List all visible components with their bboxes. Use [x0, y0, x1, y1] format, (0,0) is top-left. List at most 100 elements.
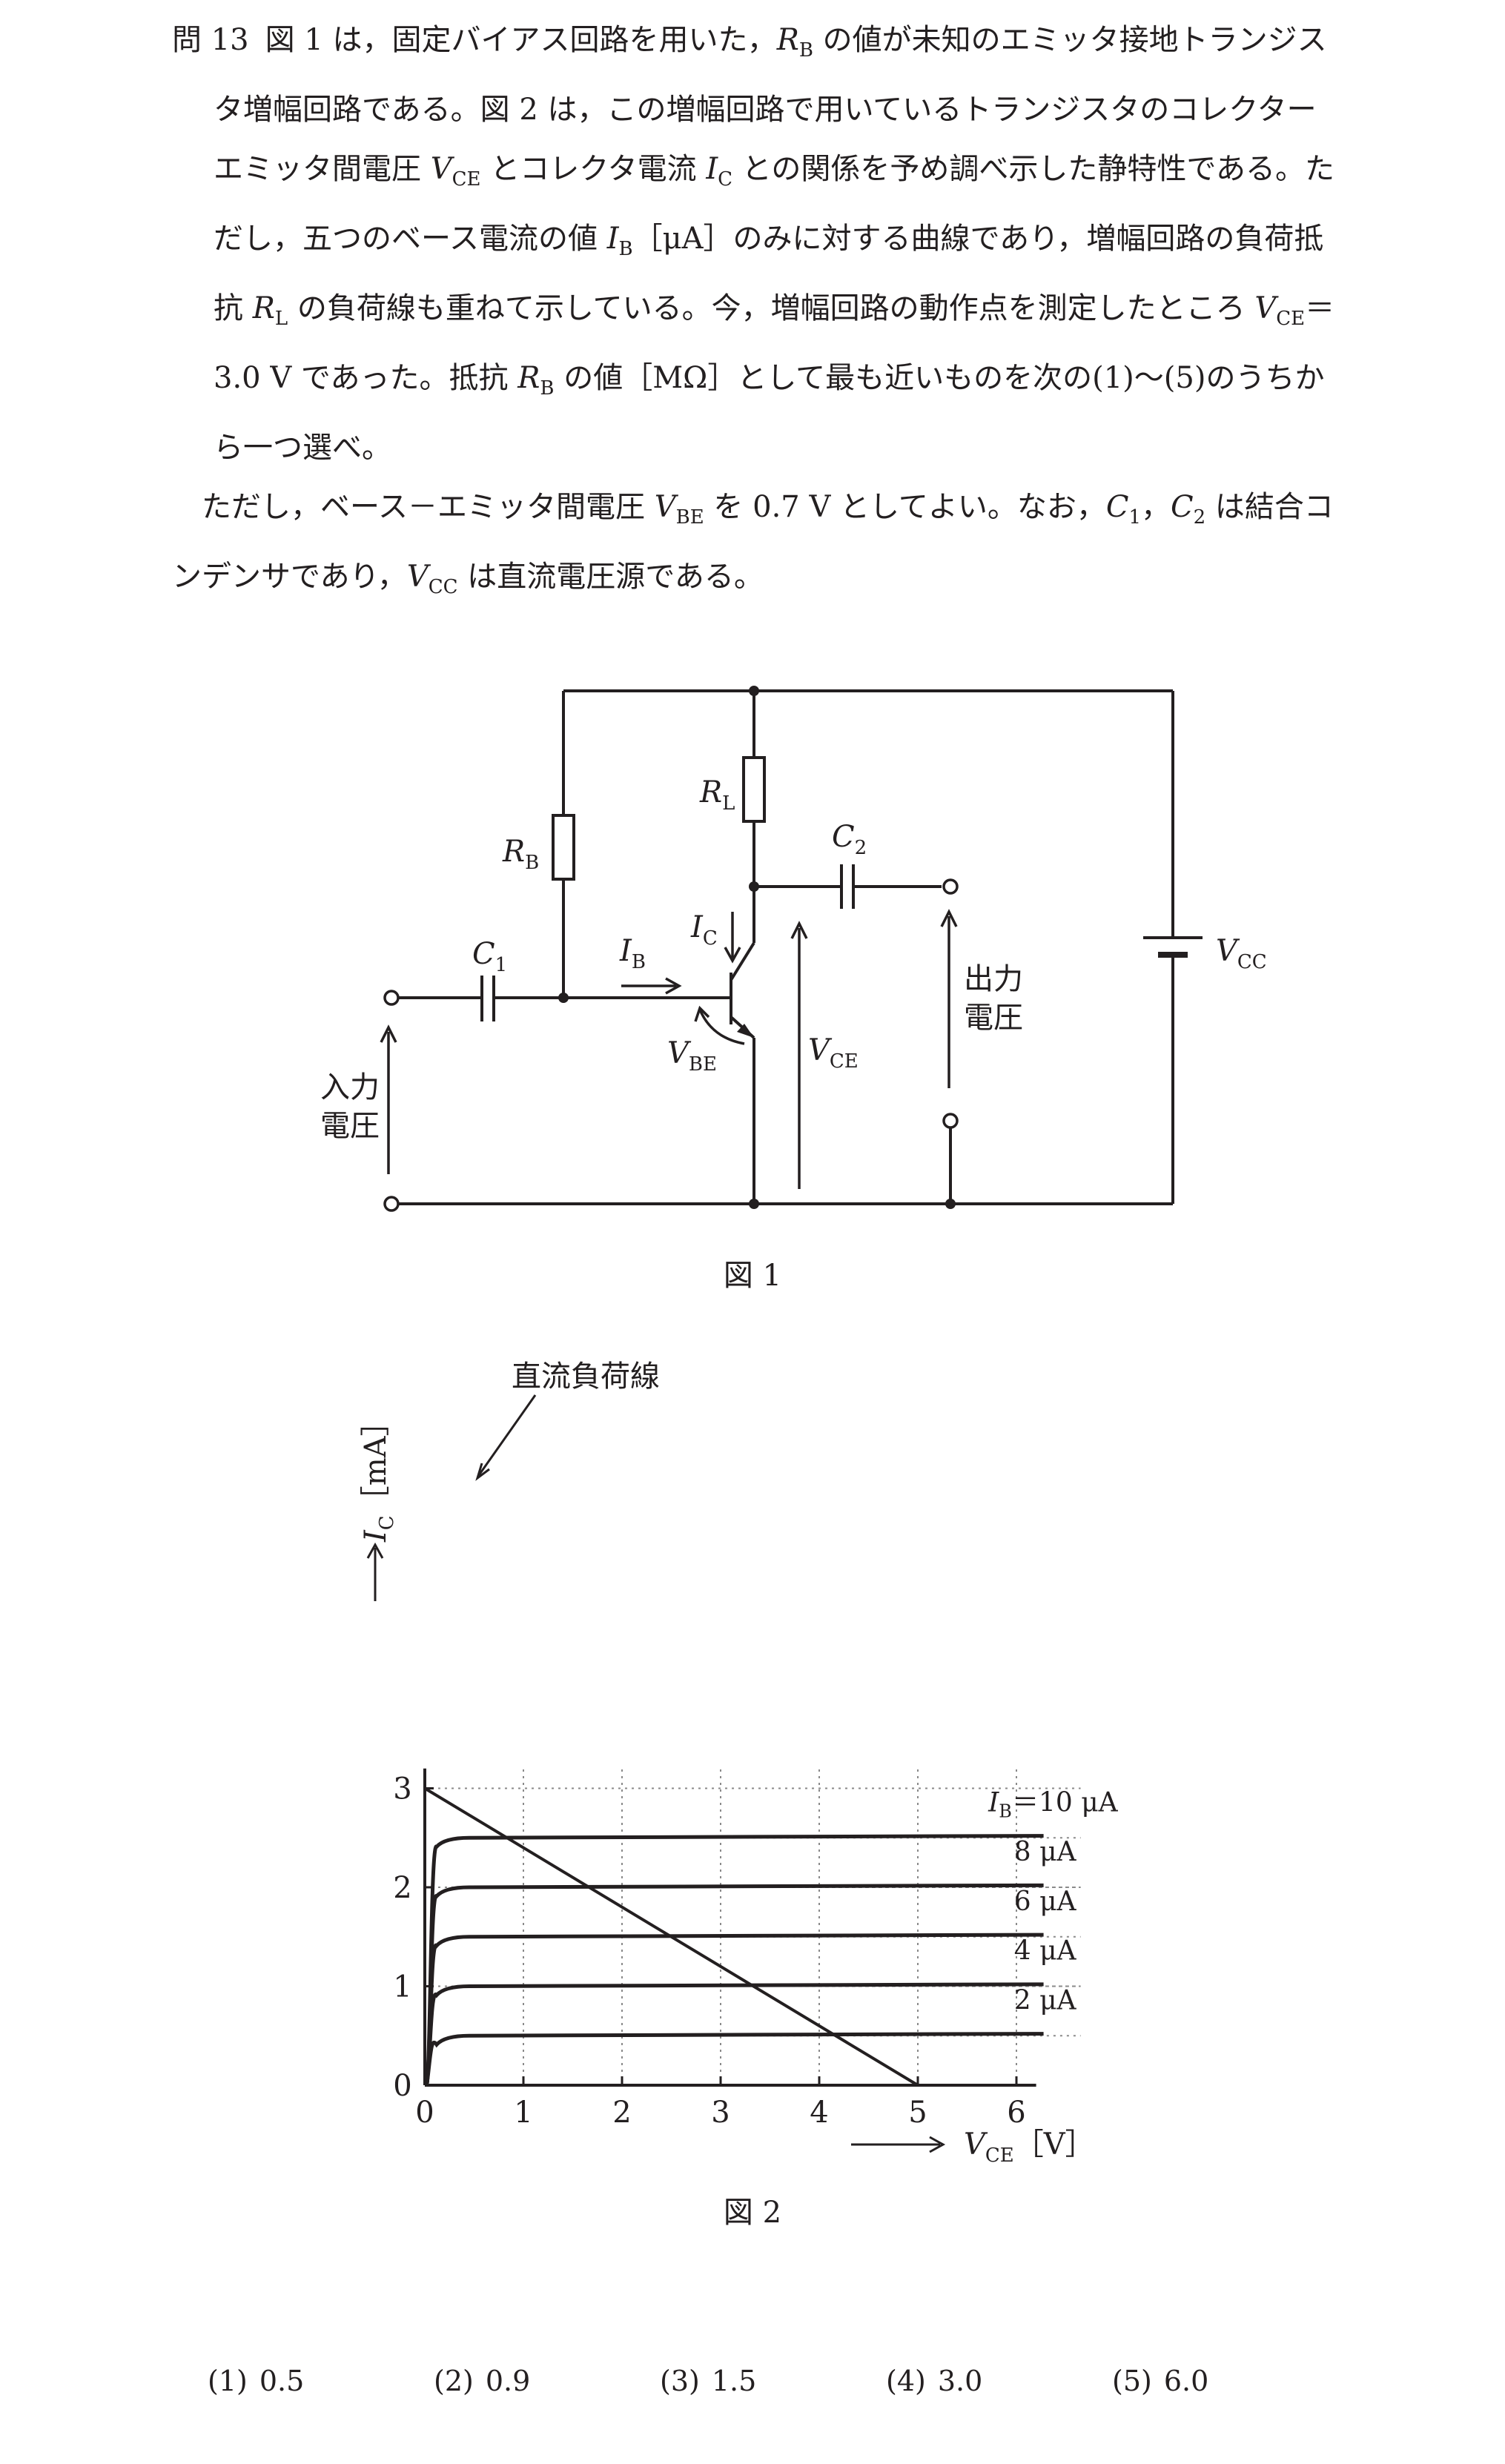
rb-label: RB [502, 835, 539, 874]
choice-1[interactable]: (1) 0.5 [208, 2365, 304, 2397]
output-voltage-label-line2: 電圧 [964, 1001, 1023, 1035]
vbe-arc [698, 1009, 745, 1045]
y-tick-label: 2 [393, 1871, 411, 1905]
ib-arrowhead [665, 977, 682, 995]
variable-subscript: CC [428, 576, 458, 598]
x-tick-label: 0 [415, 2096, 434, 2130]
choice-number: (4) [886, 2365, 926, 2397]
y-tick-label: 0 [393, 2069, 411, 2103]
problem-paragraph-2: ただし，ベース－エミッタ間電圧 VBE を 0.7 V としてよい。なお，C1，… [172, 490, 1334, 598]
junction-dot [749, 881, 759, 892]
rb-resistor [552, 814, 575, 881]
variable-symbol: V [430, 152, 452, 186]
ib-curve-label: 6 μA [1014, 1887, 1077, 1917]
junction-dot [558, 993, 569, 1003]
choice-5[interactable]: (5) 6.0 [1112, 2365, 1208, 2397]
variable-symbol: C [1171, 490, 1194, 524]
figure2-caption: 図 2 [723, 2196, 782, 2230]
variable-symbol: I [606, 222, 619, 256]
y-axis-direction-arrowhead [366, 1542, 384, 1559]
variable-subscript: B [540, 377, 555, 400]
variable-subscript: B [798, 39, 813, 62]
ib-curve-label: IB＝10 μA [988, 1787, 1119, 1821]
x-tick-label: 1 [514, 2096, 532, 2130]
chart-grid [425, 1768, 1081, 2085]
ic-label: IC [690, 910, 718, 950]
variable-subscript: L [274, 308, 288, 330]
input-terminal-top [383, 990, 400, 1006]
collector-lead [730, 941, 755, 981]
choice-value: 6.0 [1163, 2365, 1209, 2397]
vcc-label: VCC [1216, 934, 1267, 973]
variable-symbol: R [517, 361, 540, 395]
ib-curve-label: 2 μA [1014, 1985, 1077, 2016]
variable-subscript: CE [1276, 308, 1306, 330]
ic-arrowhead [724, 947, 741, 964]
paragraph-1-body: 図 1 は，固定バイアス回路を用いた，RB の値が未知のエミッタ接地トランジスタ… [214, 23, 1335, 465]
c1-label: C1 [472, 937, 507, 976]
variable-symbol: I [706, 152, 718, 186]
vbe-arrowhead [694, 1005, 710, 1022]
x-axis-direction-arrowhead [929, 2136, 946, 2153]
x-tick-label: 4 [810, 2096, 828, 2130]
vbe-label: VBE [667, 1036, 717, 1076]
output-voltage-label-line1: 出力 [964, 962, 1023, 996]
choice-number: (1) [208, 2365, 248, 2397]
input-voltage-label-line1: 入力 [320, 1070, 380, 1105]
choice-value: 0.9 [485, 2365, 531, 2397]
load-line-label: 直流負荷線 [512, 1359, 660, 1394]
y-tick-label: 3 [393, 1772, 411, 1806]
x-axis-label: VCE［V］ [964, 2127, 1095, 2167]
variable-subscript: C [718, 168, 733, 191]
variable-symbol: V [654, 490, 676, 524]
variable-symbol: C [1105, 490, 1129, 524]
chart-series: IB＝10 μA 8 μA 6 μA 4 μA 2 μA [425, 1787, 1119, 2086]
x-tick-label: 3 [711, 2096, 730, 2130]
y-axis-label: IC［mA］ [359, 1406, 398, 1543]
variable-subscript: 1 [1128, 506, 1142, 529]
y-tick-label: 1 [393, 1970, 411, 2004]
input-terminal-bottom [383, 1196, 400, 1212]
ib-curve-label: 4 μA [1014, 1936, 1077, 1967]
output-terminal-top [942, 878, 959, 895]
junction-dot [749, 1199, 759, 1209]
choice-2[interactable]: (2) 0.9 [434, 2365, 530, 2397]
input-voltage-label-line2: 電圧 [320, 1109, 380, 1143]
rl-label: RL [699, 775, 735, 815]
variable-symbol: V [406, 560, 429, 594]
load-line-pointer-head [475, 1463, 490, 1481]
figure1-circuit: RL RB C1 C2 IB IC VBE VCE VCC 入力 電圧 出力 電… [320, 686, 1267, 1212]
figure1-caption: 図 1 [723, 1259, 782, 1293]
c2-label: C2 [832, 820, 867, 859]
vce-arrowhead [790, 921, 808, 939]
variable-subscript: CE [452, 168, 481, 191]
chart-load-line [423, 1786, 919, 2087]
load-line-pointer [477, 1394, 537, 1476]
variable-subscript: B [618, 238, 633, 260]
variable-subscript: BE [675, 506, 704, 529]
input-voltage-arrowhead [380, 1024, 397, 1043]
choice-number: (2) [434, 2365, 474, 2397]
choice-4[interactable]: (4)3.0 [886, 2365, 982, 2397]
variable-symbol: R [776, 23, 799, 57]
rl-resistor [742, 756, 766, 823]
choice-value: 1.5 [711, 2365, 757, 2397]
ib-curve-3 [425, 1933, 1044, 2086]
choice-number: (5) [1112, 2365, 1152, 2397]
choice-value: 0.5 [259, 2365, 305, 2397]
choice-3[interactable]: (3) 1.5 [660, 2365, 756, 2397]
ib-label: IB [619, 934, 646, 973]
ib-curve-label: 8 μA [1014, 1837, 1077, 1867]
emitter-arrow [737, 1024, 754, 1038]
variable-symbol: V [1254, 291, 1277, 325]
x-tick-label: 5 [908, 2096, 927, 2130]
ib-curve-5 [425, 2032, 1044, 2086]
choice-number: (3) [660, 2365, 700, 2397]
variable-symbol: R [252, 291, 275, 325]
output-voltage-arrowhead [940, 909, 958, 927]
x-tick-label: 6 [1007, 2096, 1025, 2130]
load-line [423, 1786, 919, 2087]
